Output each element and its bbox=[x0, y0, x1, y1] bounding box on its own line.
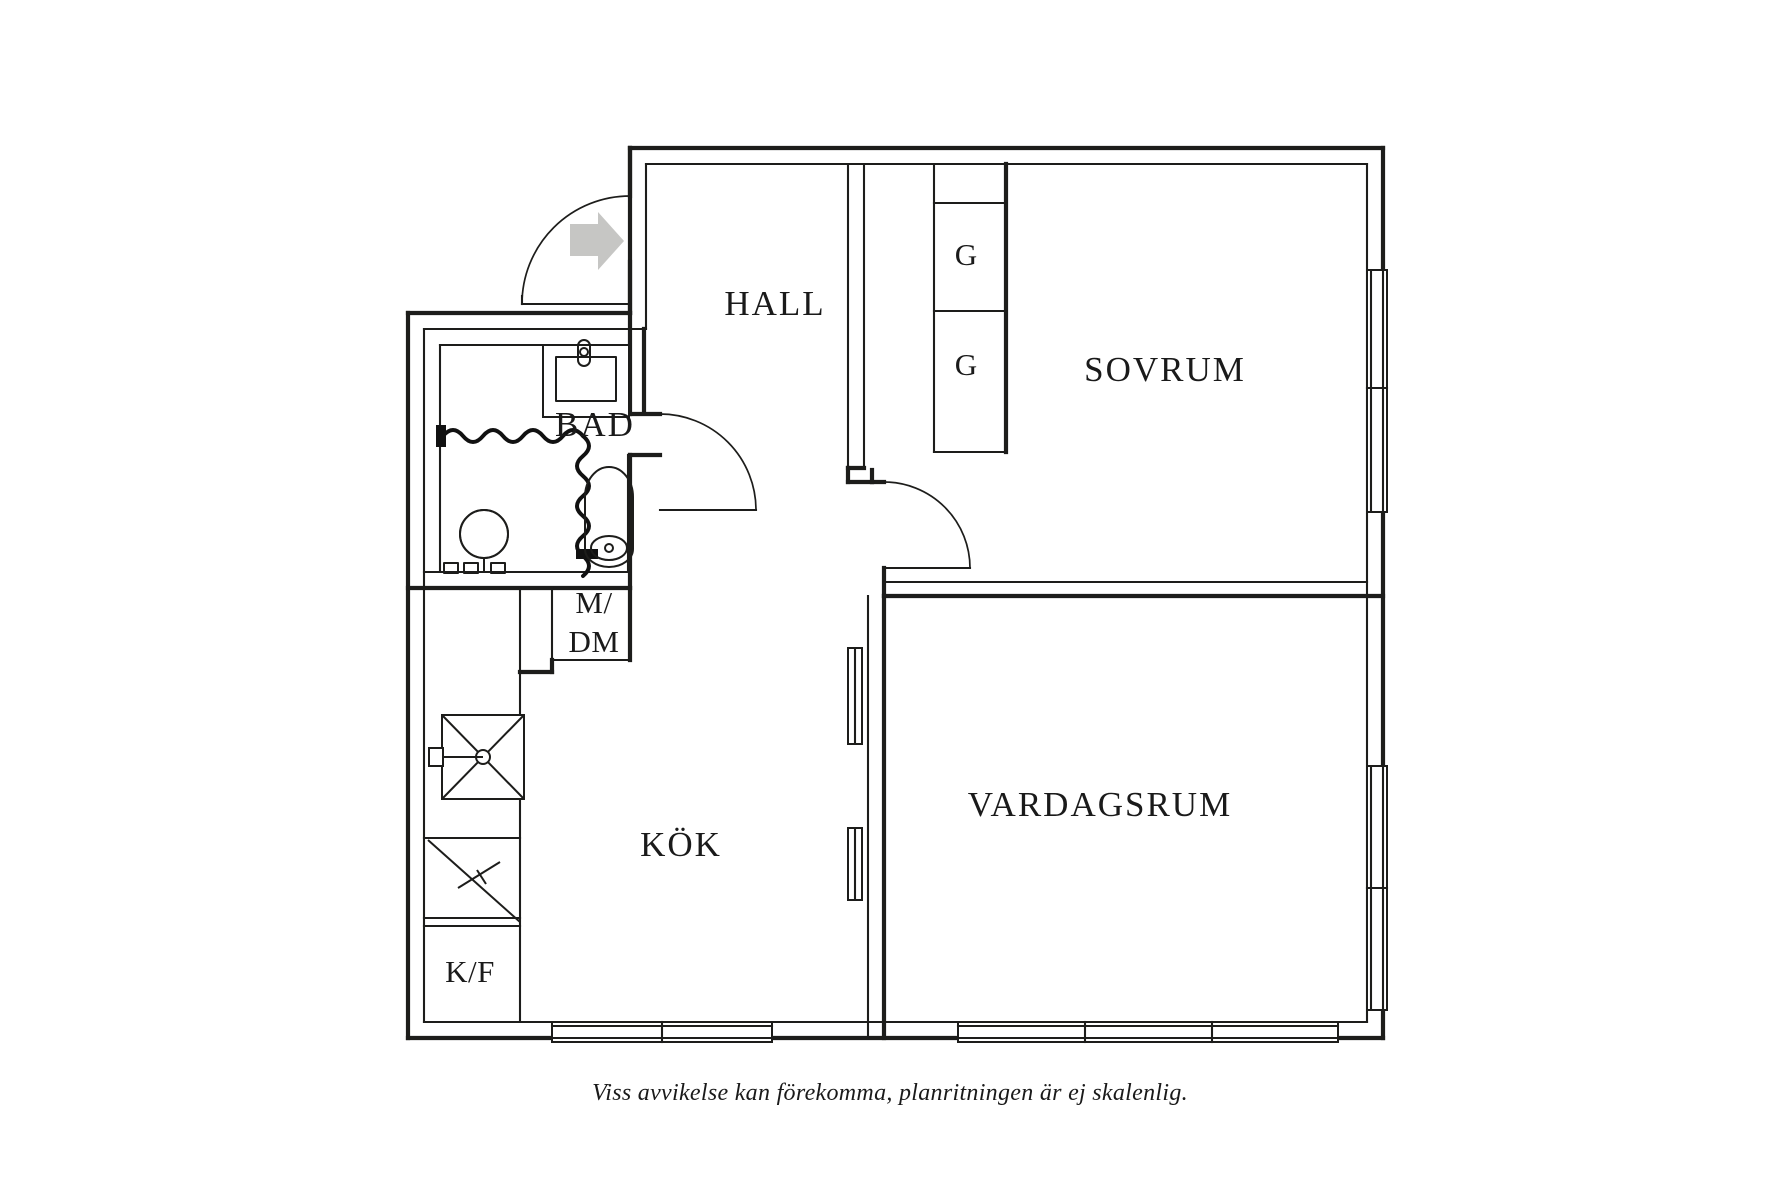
entry-direction-arrow bbox=[570, 212, 624, 270]
bathroom-sink-icon bbox=[443, 509, 509, 574]
shower-curtain-icon bbox=[436, 425, 598, 578]
hall-partitions bbox=[845, 162, 875, 485]
window-livingroom-right bbox=[1365, 764, 1389, 1012]
fridge-freezer-label: K/F bbox=[445, 954, 495, 989]
closet-group bbox=[932, 161, 1009, 455]
stove-hob-icon bbox=[428, 714, 525, 800]
outer-walls bbox=[405, 145, 1386, 1041]
laundry-label-line1: M/ bbox=[575, 585, 612, 620]
room-label-kok: KÖK bbox=[640, 825, 722, 864]
closet-label-bottom: G bbox=[955, 347, 977, 382]
toilet-icon bbox=[584, 466, 634, 568]
washbasin-icon bbox=[542, 339, 630, 418]
window-livingroom-bottom bbox=[956, 1020, 1340, 1044]
window-kitchen bbox=[550, 1020, 774, 1044]
bedroom-door bbox=[869, 467, 1386, 599]
entrance-door bbox=[520, 145, 633, 316]
room-label-bad: BAD bbox=[555, 405, 635, 444]
kitchen-sink-icon bbox=[422, 836, 522, 923]
room-label-vardagsrum: VARDAGSRUM bbox=[968, 785, 1232, 824]
laundry-label-line2: DM bbox=[569, 624, 620, 659]
closet-label-top: G bbox=[955, 237, 977, 272]
laundry-niche bbox=[517, 585, 633, 675]
window-bedroom bbox=[1365, 268, 1389, 514]
room-label-hall: HALL bbox=[724, 284, 825, 323]
plan-caption: Viss avvikelse kan förekomma, planritnin… bbox=[592, 1080, 1188, 1106]
living-kitchen-wall bbox=[866, 593, 887, 1041]
kitchen-living-openings bbox=[847, 646, 863, 902]
bathroom-walls bbox=[405, 310, 758, 591]
room-label-sovrum: SOVRUM bbox=[1084, 350, 1246, 389]
